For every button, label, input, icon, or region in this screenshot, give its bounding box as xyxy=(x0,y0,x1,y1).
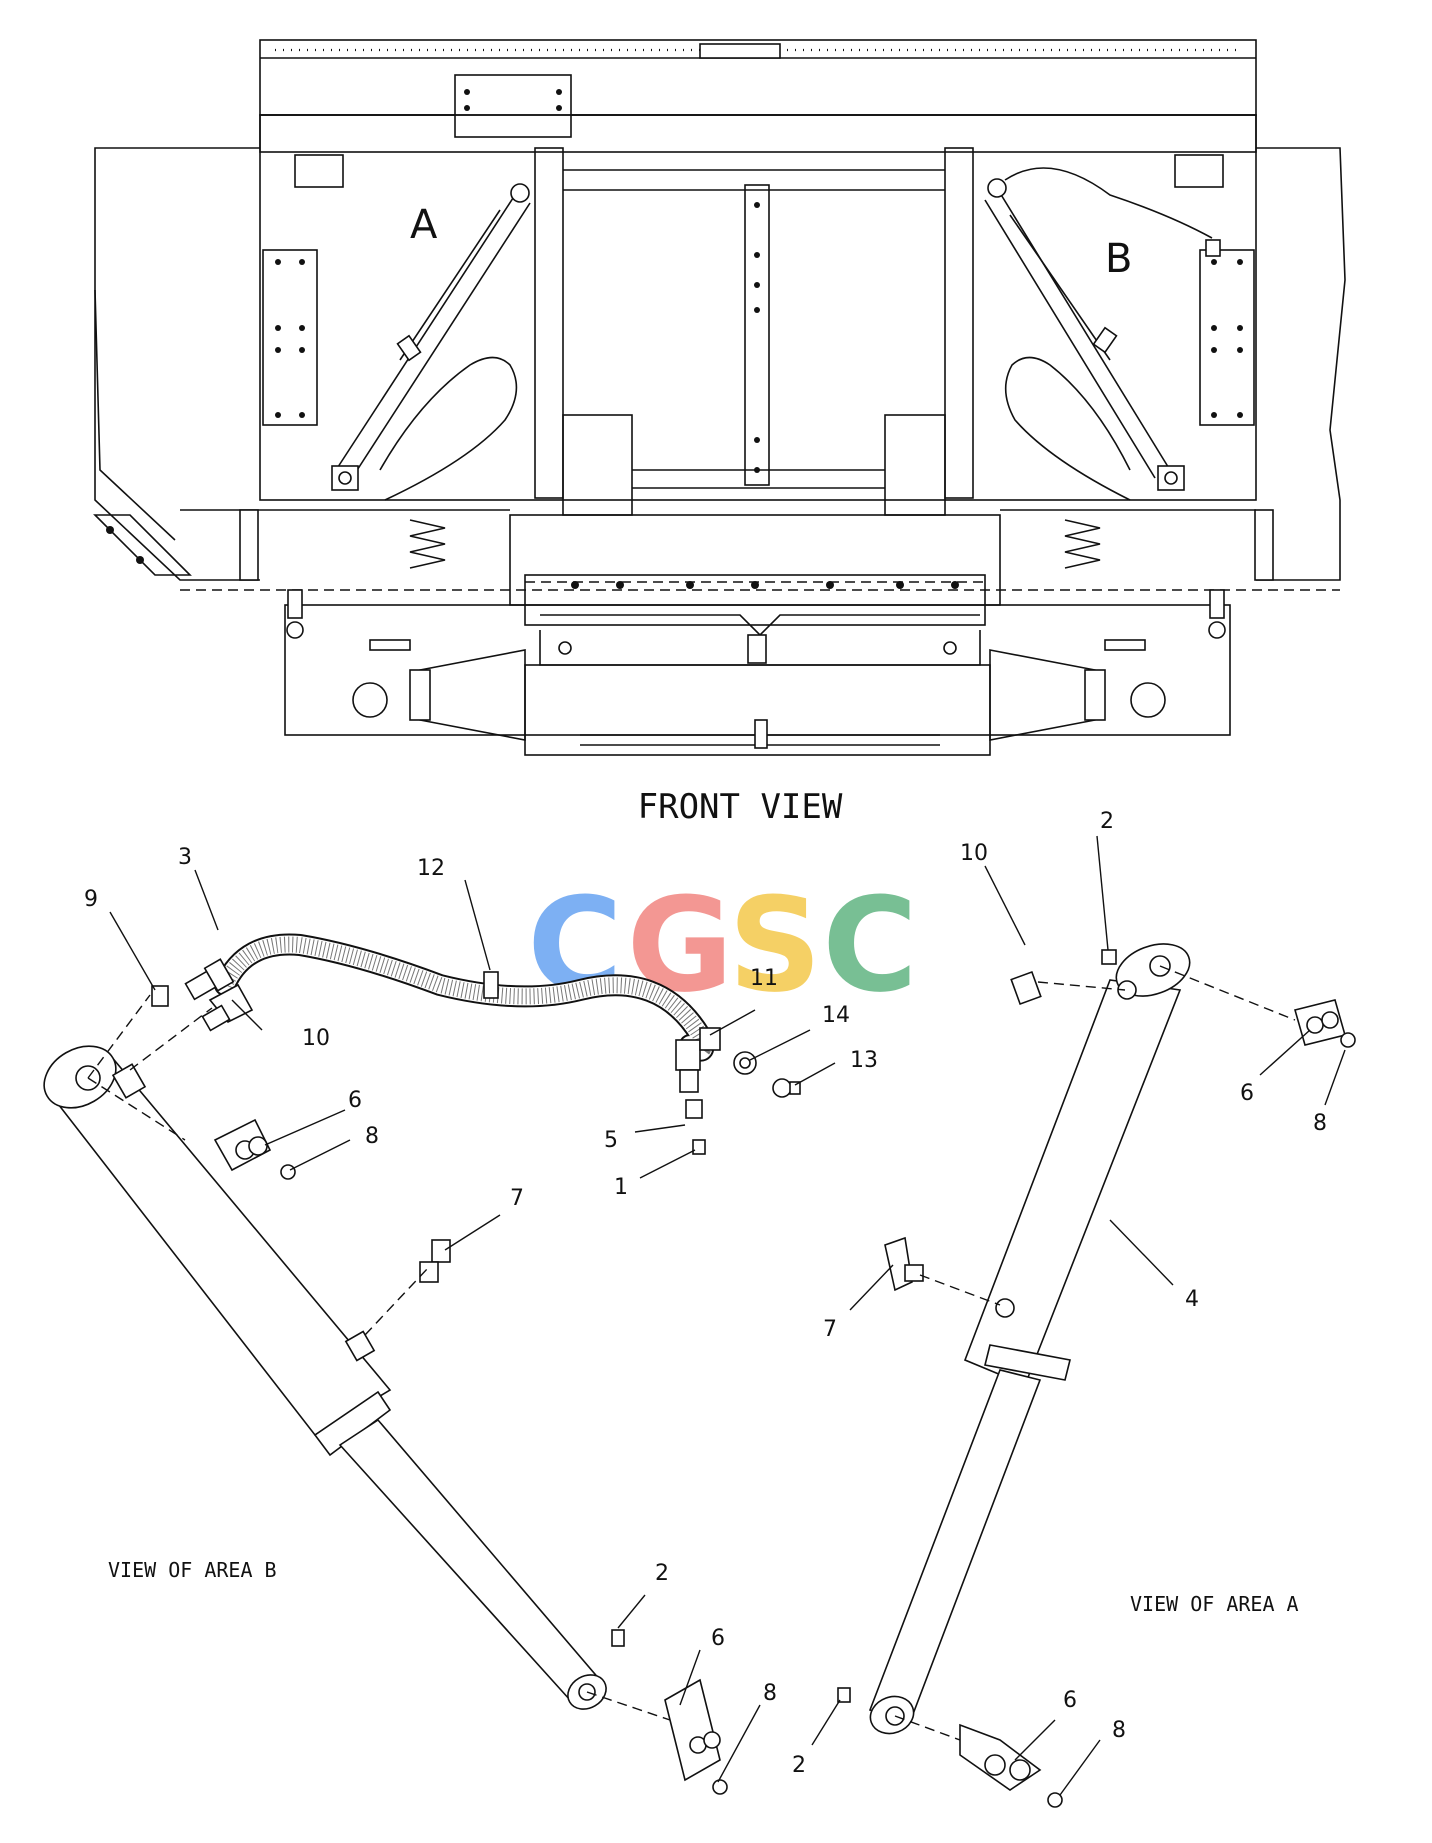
watermark-letter-c2: C xyxy=(822,869,917,1021)
hose-assembly xyxy=(184,933,721,1119)
view-area-b-caption: VIEW OF AREA B xyxy=(108,1558,277,1582)
callout-2-b: 2 xyxy=(655,1561,669,1586)
callout-4: 4 xyxy=(1185,1287,1199,1312)
callout-14: 14 xyxy=(822,1003,850,1028)
spring-right xyxy=(1064,519,1101,569)
front-view-assembly: A B xyxy=(93,39,1346,756)
cylinder-assembly-a xyxy=(868,943,1191,1735)
callout-3: 3 xyxy=(178,845,192,870)
callout-8-a-top: 8 xyxy=(1313,1111,1327,1136)
watermark-letter-s: S xyxy=(728,869,822,1021)
cylinder-assembly-b xyxy=(43,1045,607,1710)
callout-8-b-top: 8 xyxy=(365,1124,379,1149)
callout-12: 12 xyxy=(417,856,445,881)
front-cylinder-b xyxy=(984,167,1221,491)
callout-1: 1 xyxy=(614,1175,628,1200)
callout-7-a: 7 xyxy=(823,1317,837,1342)
callout-10-b: 10 xyxy=(302,1026,330,1051)
callout-9: 9 xyxy=(84,887,98,912)
front-view-title: FRONT VIEW xyxy=(638,787,843,827)
callout-8-b-bottom: 8 xyxy=(763,1681,777,1706)
callout-numbers: 3 9 10 6 8 7 12 11 14 13 5 1 2 6 8 10 2 … xyxy=(84,809,1327,1778)
area-b-label: B xyxy=(1105,236,1132,282)
fittings-area-b xyxy=(87,983,728,1795)
callout-11: 11 xyxy=(750,966,778,991)
callout-6-a-bottom: 6 xyxy=(1063,1688,1077,1713)
callout-leaders xyxy=(109,835,1346,1796)
callout-6-a-top: 6 xyxy=(1240,1081,1254,1106)
view-area-a-caption: VIEW OF AREA A xyxy=(1130,1592,1299,1616)
callout-7-b: 7 xyxy=(510,1186,524,1211)
callout-2-a-bottom: 2 xyxy=(792,1753,806,1778)
loose-fittings xyxy=(692,1051,801,1155)
callout-13: 13 xyxy=(850,1048,878,1073)
callout-5: 5 xyxy=(604,1128,618,1153)
callout-2-a-top: 2 xyxy=(1100,809,1114,834)
spring-left xyxy=(409,519,446,569)
area-a-label: A xyxy=(410,202,438,248)
callout-6-b-top: 6 xyxy=(348,1088,362,1113)
front-cylinder-a xyxy=(331,183,531,491)
callout-8-a-bottom: 8 xyxy=(1112,1718,1126,1743)
callout-6-b-bottom: 6 xyxy=(711,1626,725,1651)
callout-10-a: 10 xyxy=(960,841,988,866)
fittings-area-a xyxy=(837,949,1356,1808)
